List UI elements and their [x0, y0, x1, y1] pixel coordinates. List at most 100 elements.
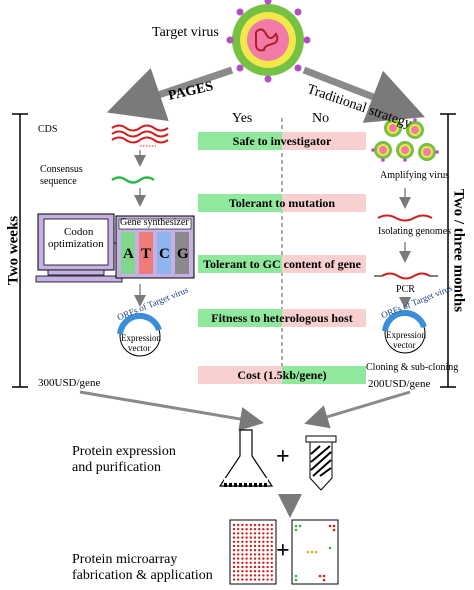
left-converge-arrow: [79, 390, 264, 431]
array-spot: [232, 557, 236, 560]
array-spot: [262, 540, 265, 543]
array-spot: [245, 565, 248, 569]
array-spot: [270, 536, 273, 539]
array-spot: [232, 553, 236, 556]
array-spot: [253, 540, 257, 543]
array-spot: [245, 523, 248, 527]
array-spot: [253, 565, 257, 569]
array-spot: [262, 557, 265, 560]
array-spot: [237, 561, 240, 564]
array-spot: [237, 574, 240, 577]
array-spot: [249, 549, 252, 552]
array-spot: [258, 528, 261, 531]
criterion-label: Safe to investigator: [232, 134, 332, 148]
yes-label: Yes: [232, 111, 253, 126]
array-spot: [245, 540, 248, 543]
array-spot: [249, 532, 252, 535]
array-spot: [253, 574, 257, 577]
array-spot: [266, 565, 269, 569]
array-spot: [245, 561, 248, 564]
array-spot: [258, 553, 261, 556]
base-a: A: [123, 246, 134, 262]
array-spot: [241, 557, 244, 560]
array-spot: [232, 536, 236, 539]
array-spot: [237, 578, 240, 581]
array-spot: [237, 528, 240, 531]
array-spot: [241, 544, 244, 548]
array-spot: [262, 578, 265, 581]
consensus-sequence-icon: [111, 176, 155, 184]
array-spot: [237, 536, 240, 539]
array-spot: [249, 544, 252, 548]
array-spot: [270, 549, 273, 552]
array-spot: [266, 544, 269, 548]
array-spot: [237, 557, 240, 560]
array-spot: [249, 578, 252, 581]
array-spot: [241, 540, 244, 543]
criterion-mutation: Tolerant to mutation: [198, 194, 366, 212]
array-spot: [249, 553, 252, 556]
expression-vector-right-icon: [382, 309, 427, 354]
base-t: T: [141, 246, 152, 262]
array-spot: [258, 544, 261, 548]
array-spot: [237, 570, 240, 573]
array-spot: [262, 553, 265, 556]
array-spot: [232, 532, 236, 535]
genome-icon: [377, 214, 433, 222]
array-spot: [262, 574, 265, 577]
array-spot: [241, 578, 244, 581]
array-spot: [241, 536, 244, 539]
array-spot: [270, 528, 273, 531]
array-spot: [241, 565, 244, 569]
criterion-fitness: Fitness to heterologous host: [198, 309, 366, 327]
array-spot: [249, 540, 252, 543]
array-spot: [249, 565, 252, 569]
array-spot: [237, 523, 240, 527]
array-spot: [258, 570, 261, 573]
criterion-label: Tolerant to GC content of gene: [203, 257, 361, 271]
expression-label-left-2: vector: [128, 343, 151, 353]
column-tube-icon: [305, 435, 337, 491]
pages-cost-label: 300USD/gene: [38, 377, 101, 389]
array-spot: [266, 528, 269, 531]
array-spot: [266, 553, 269, 556]
gene-synthesizer-label: Gene synthesizer: [120, 217, 189, 228]
array-spot: [241, 574, 244, 577]
traditional-cost-label: 200USD/gene: [368, 378, 431, 390]
microarray-slide-2: [291, 519, 339, 585]
array-spot: [258, 532, 261, 535]
array-spot: [237, 544, 240, 548]
consensus-label-2: sequence: [40, 176, 77, 187]
target-virus-label: Target virus: [152, 25, 219, 40]
right-converge-arrow: [304, 390, 411, 429]
array-spot: [253, 536, 257, 539]
array-spot: [253, 528, 257, 531]
array-spot: [258, 557, 261, 560]
cds-label: CDS: [38, 124, 58, 135]
array-spot: [241, 570, 244, 573]
array-spot: [232, 574, 236, 577]
codon-label-1: Codon: [64, 226, 94, 238]
array-spot: [253, 570, 257, 573]
array-spot: [258, 536, 261, 539]
array-spot: [232, 540, 236, 543]
array-spot: [237, 540, 240, 543]
array-spot: [249, 536, 252, 539]
array-spot: [270, 561, 273, 564]
expression-vector-left-icon: [117, 312, 162, 357]
array-spot: [232, 565, 236, 569]
array-spot: [253, 532, 257, 535]
cloning-label: Cloning & sub-cloning: [366, 362, 459, 373]
expression-label-right-2: vector: [393, 340, 416, 350]
array-spot: [245, 536, 248, 539]
array-spot: [262, 528, 265, 531]
array-spot: [258, 574, 261, 577]
codon-label-2: optimization: [48, 238, 104, 250]
two-weeks-label: Two weeks: [5, 215, 22, 286]
array-spot: [270, 570, 273, 573]
array-spot: [270, 578, 273, 581]
array-spot: [262, 565, 265, 569]
array-spot: [241, 528, 244, 531]
array-spot: [253, 578, 257, 581]
